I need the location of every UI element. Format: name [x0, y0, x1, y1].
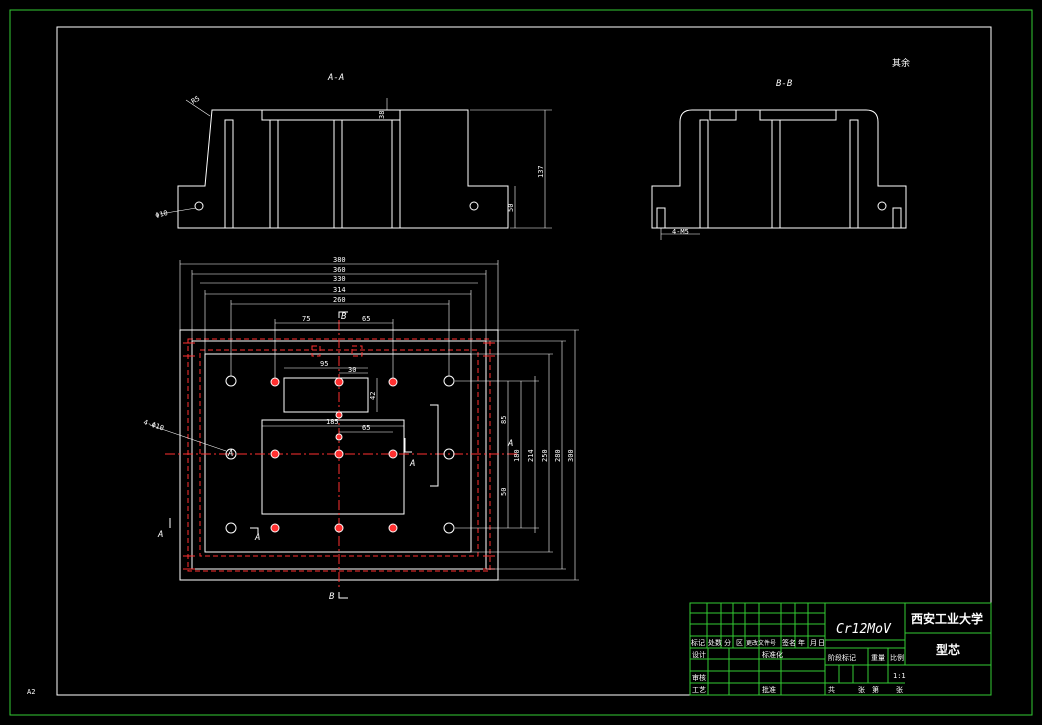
row-header-8: 日 — [818, 639, 825, 647]
dim-h-75: 75 — [302, 315, 310, 323]
dim-v-180: 180 — [513, 449, 521, 462]
cut-mark-b-1: B — [341, 312, 347, 322]
dim-h-380: 380 — [333, 256, 346, 264]
dim-h-330: 330 — [333, 275, 346, 283]
cut-mark-a-5: A — [254, 533, 260, 543]
school-name: 西安工业大学 — [911, 611, 983, 626]
ratio-label: 比例 — [890, 653, 904, 662]
dim-h-360: 360 — [333, 266, 346, 274]
dim-v-42: 42 — [369, 392, 377, 400]
section-aa-view: A-A R5 38 137 50 Φ10 — [154, 73, 552, 229]
roughness-note: 其余 — [892, 57, 910, 69]
material-text: Cr12MoV — [836, 622, 892, 637]
dim-aa-50: 50 — [507, 204, 515, 212]
sheet-no-label: 第 — [872, 685, 879, 694]
dim-h-65: 65 — [362, 315, 370, 323]
row-header-3: 区 — [736, 639, 743, 647]
label-approve: 批准 — [762, 685, 776, 694]
scale-text: 1:1 — [893, 672, 906, 680]
row-header-0: 标记 — [691, 638, 705, 647]
dim-h-95: 95 — [320, 360, 328, 368]
dim-aa-137: 137 — [537, 165, 545, 178]
dim-v-50: 50 — [500, 488, 508, 496]
cut-mark-b-2: B — [329, 592, 335, 602]
dim-v-214: 214 — [527, 449, 535, 462]
part-name: 型芯 — [936, 642, 960, 657]
dim-bb-4m5: 4-M5 — [672, 228, 689, 236]
cut-mark-a-4: A — [157, 530, 163, 540]
dim-aa-phi10: Φ10 — [154, 209, 168, 220]
plan-view: A A A A A B B 380 360 330 314 260 75 65 … — [142, 256, 579, 602]
dim-aa-r5: R5 — [190, 95, 201, 106]
dim-hole-note: 4-Φ10 — [142, 418, 165, 432]
cut-mark-a-3: A — [507, 439, 513, 449]
section-bb-label: B-B — [776, 79, 793, 89]
weight-label: 重量 — [871, 654, 885, 662]
dim-aa-38: 38 — [378, 111, 386, 119]
outer-border — [9, 9, 1033, 716]
sheet-size-label: A2 — [27, 688, 35, 696]
label-review: 审核 — [692, 673, 706, 682]
label-process: 工艺 — [692, 686, 706, 694]
label-design: 设计 — [692, 650, 706, 659]
row-header-1: 处数 — [708, 638, 722, 647]
stage-label: 阶段标记 — [828, 653, 856, 662]
section-aa-label: A-A — [327, 73, 344, 83]
cut-mark-a-1: A — [227, 449, 233, 459]
dim-v-250: 250 — [541, 449, 549, 462]
title-block: Cr12MoV 西安工业大学 型芯 1:1 标记 处数 分 区 更改文件号 签名… — [689, 602, 992, 696]
inner-frame — [56, 26, 992, 696]
dim-v-85: 85 — [500, 416, 508, 424]
row-header-7: 月 — [810, 639, 817, 647]
dim-v-300: 300 — [567, 449, 575, 462]
sheet-unit-2: 张 — [896, 685, 903, 694]
cut-mark-a-2: A — [409, 459, 415, 469]
dim-h-314: 314 — [333, 286, 346, 294]
sheet-unit-1: 张 — [858, 685, 865, 694]
label-standard: 标准化 — [762, 650, 783, 659]
dim-h-260: 260 — [333, 296, 346, 304]
dim-h-30: 30 — [348, 366, 356, 374]
dim-h-65-b: 65 — [362, 424, 370, 432]
sheet-total-label: 共 — [828, 685, 835, 694]
section-bb-view: B-B 4-M5 — [651, 79, 907, 240]
row-header-4: 更改文件号 — [746, 639, 776, 647]
dim-h-185: 185 — [326, 418, 339, 426]
row-header-2: 分 — [724, 638, 731, 647]
row-header-6: 年 — [798, 638, 805, 647]
row-header-5: 签名 — [782, 638, 796, 647]
dim-v-280: 280 — [554, 449, 562, 462]
